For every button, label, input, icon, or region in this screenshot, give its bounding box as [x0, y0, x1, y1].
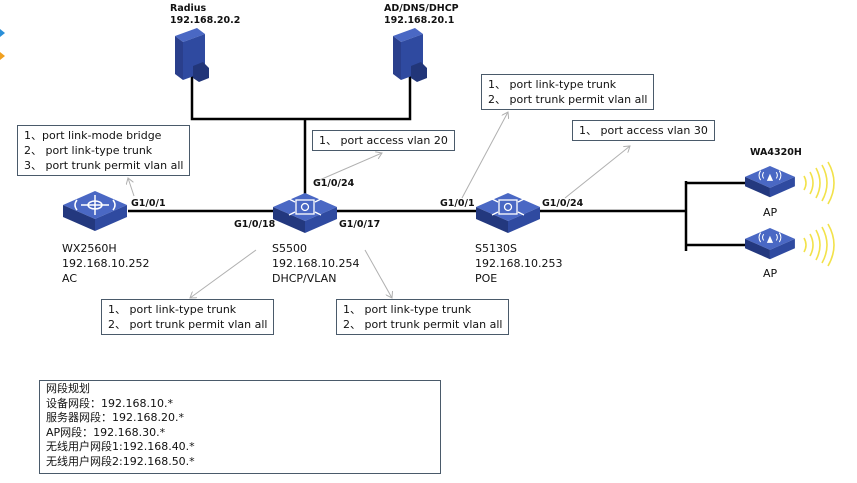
poe-role: POE	[475, 272, 498, 285]
ac-role: AC	[62, 272, 78, 285]
network-plan-box: 网段规划 设备网段：192.168.10.* 服务器网段：192.168.20.…	[39, 380, 441, 474]
callout-arrow-poe-ap	[564, 146, 630, 199]
callout-poe-uplink-config: 1、 port link-type trunk 2、 port trunk pe…	[481, 74, 655, 110]
config-line: 1、 port link-type trunk	[488, 78, 617, 91]
core-switch-icon	[273, 193, 337, 233]
network-plan-line: 无线用户网段2:192.168.50.*	[46, 454, 195, 468]
core-role: DHCP/VLAN	[272, 272, 337, 285]
core-model: S5500	[272, 242, 307, 255]
core-switch-label: S5500 192.168.10.254 DHCP/VLAN	[272, 241, 359, 286]
callout-arrow-core-g1017	[364, 249, 392, 298]
config-line: 1、 port access vlan 30	[579, 124, 708, 137]
callout-ac-config: 1、port link-mode bridge 2、 port link-typ…	[17, 125, 191, 176]
network-plan-line: AP网段：192.168.30.*	[46, 425, 166, 439]
config-line: 1、 port link-type trunk	[108, 303, 237, 316]
callout-arrow-ac	[128, 178, 135, 197]
ac-model: WX2560H	[62, 242, 117, 255]
port-label-poe-g1024: G1/0/24	[542, 198, 584, 209]
network-plan-line: 无线用户网段1:192.168.40.*	[46, 440, 195, 453]
radius-server-label: Radius 192.168.20.2	[170, 3, 240, 27]
poe-ip: 192.168.10.253	[475, 257, 563, 270]
ap1-label: AP	[763, 206, 778, 219]
radius-server-icon	[175, 28, 209, 82]
core-ip: 192.168.10.254	[272, 257, 360, 270]
config-line: 2、 port trunk permit vlan all	[108, 318, 268, 331]
ad-ip: 192.168.20.1	[384, 15, 455, 26]
callout-arrow-poe-uplink	[461, 112, 508, 199]
callout-arrow-core-uplink	[314, 153, 382, 183]
poe-switch-icon	[476, 193, 540, 233]
poe-model: S5130S	[475, 242, 517, 255]
network-plan-line: 设备网段：192.168.10.*	[46, 396, 173, 410]
port-label-core-g1024: G1/0/24	[313, 178, 355, 189]
config-line: 1、 port link-type trunk	[343, 303, 472, 316]
left-edge-arrow-orange	[0, 52, 5, 60]
config-line: 2、 port link-type trunk	[24, 144, 153, 157]
radius-name: Radius	[170, 3, 207, 14]
wifi-signal-icon	[803, 223, 835, 267]
config-line: 2、 port trunk permit vlan all	[488, 93, 648, 106]
link-radius	[190, 72, 412, 121]
wireless-controller-icon	[63, 191, 127, 231]
network-plan-line: 服务器网段：192.168.20.*	[46, 411, 184, 424]
config-line: 2、 port trunk permit vlan all	[343, 318, 503, 331]
config-line: 3、 port trunk permit vlan all	[24, 159, 184, 172]
wifi-signal-icon	[803, 161, 835, 205]
config-line: 1、port link-mode bridge	[24, 129, 162, 142]
callout-core-g1018-config: 1、 port link-type trunk 2、 port trunk pe…	[101, 299, 275, 335]
access-point-icon	[745, 228, 795, 260]
callout-core-uplink-config: 1、 port access vlan 20	[312, 130, 455, 151]
ac-ip: 192.168.10.252	[62, 257, 150, 270]
ap2-label: AP	[763, 267, 778, 280]
port-label-ac-g101: G1/0/1	[131, 198, 166, 209]
left-edge-arrow-blue	[0, 29, 5, 37]
network-plan-title: 网段规划	[46, 382, 90, 395]
port-label-core-g1017: G1/0/17	[339, 219, 381, 230]
ac-label: WX2560H 192.168.10.252 AC	[62, 241, 149, 286]
access-point-icon	[745, 166, 795, 198]
poe-switch-label: S5130S 192.168.10.253 POE	[475, 241, 562, 286]
ad-name: AD/DNS/DHCP	[384, 3, 459, 14]
port-label-core-g1018: G1/0/18	[234, 219, 276, 230]
callout-arrow-core-g1018	[190, 249, 257, 298]
ap-model-label: WA4320H	[750, 147, 802, 158]
callout-poe-ap-config: 1、 port access vlan 30	[572, 120, 715, 141]
config-line: 1、 port access vlan 20	[319, 134, 448, 147]
port-label-poe-g101: G1/0/1	[440, 198, 475, 209]
ad-server-label: AD/DNS/DHCP 192.168.20.1	[384, 3, 459, 27]
radius-ip: 192.168.20.2	[170, 15, 241, 26]
ad-dns-dhcp-server-icon	[393, 28, 427, 82]
callout-core-g1017-config: 1、 port link-type trunk 2、 port trunk pe…	[336, 299, 510, 335]
